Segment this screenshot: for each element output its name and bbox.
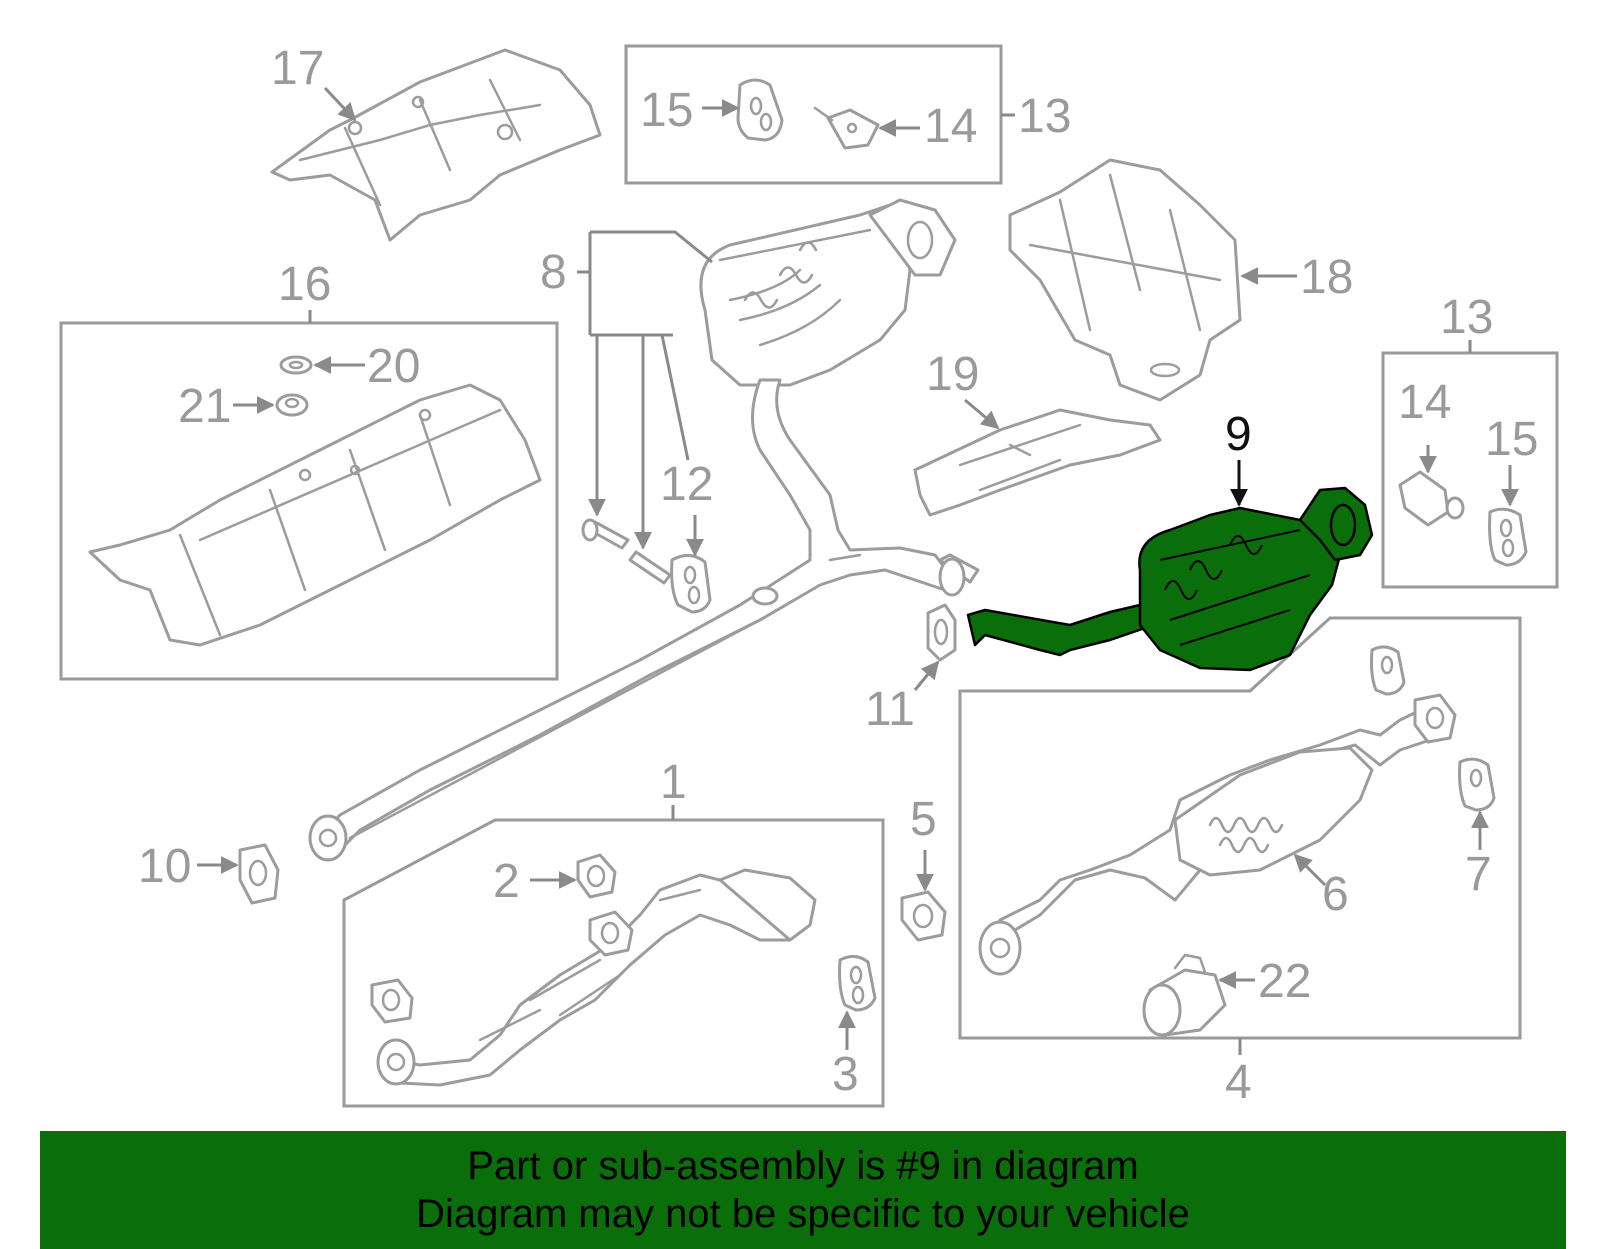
heat-shield-17 bbox=[270, 48, 602, 242]
callout-13-right: 13 bbox=[1440, 291, 1493, 344]
hanger-bracket-14-right bbox=[1398, 470, 1465, 527]
callout-1: 1 bbox=[660, 756, 687, 809]
heat-shield-19 bbox=[913, 408, 1162, 517]
callout-15-right: 15 bbox=[1485, 413, 1538, 466]
gasket-5 bbox=[900, 890, 947, 942]
catalytic-converter-6 bbox=[978, 693, 1457, 976]
rubber-hanger-15-top bbox=[736, 78, 784, 142]
rubber-hanger-3 bbox=[838, 955, 877, 1012]
washer-20 bbox=[279, 355, 313, 375]
callout-16: 16 bbox=[278, 258, 331, 311]
rubber-hanger-7 bbox=[1458, 757, 1496, 812]
grommet-21 bbox=[275, 393, 309, 417]
callout-20: 20 bbox=[367, 340, 420, 393]
group-box-1 bbox=[342, 818, 885, 1108]
callout-9: 9 bbox=[1225, 408, 1252, 461]
gasket-2 bbox=[576, 853, 617, 899]
callout-4: 4 bbox=[1225, 1056, 1252, 1109]
leader-19 bbox=[964, 398, 1000, 430]
leader-8 bbox=[577, 230, 713, 337]
clamp-22 bbox=[1142, 953, 1227, 1037]
callout-10: 10 bbox=[138, 840, 191, 893]
callout-6: 6 bbox=[1322, 868, 1349, 921]
front-pipe-1 bbox=[370, 868, 817, 1087]
callout-5: 5 bbox=[910, 793, 937, 846]
rear-muffler-9-highlighted bbox=[966, 486, 1374, 672]
leader-17 bbox=[323, 86, 357, 122]
callout-12: 12 bbox=[660, 458, 713, 511]
callout-18: 18 bbox=[1300, 251, 1353, 304]
callout-11: 11 bbox=[865, 683, 915, 736]
callout-22: 22 bbox=[1258, 955, 1311, 1008]
gasket-11 bbox=[926, 603, 957, 662]
callout-7: 7 bbox=[1465, 848, 1492, 901]
leader-12 bbox=[660, 334, 690, 461]
callout-21: 21 bbox=[178, 380, 231, 433]
callout-14-top: 14 bbox=[924, 100, 977, 153]
exhaust-pipe bbox=[308, 378, 980, 862]
rubber-hanger-top-group-4 bbox=[1370, 645, 1406, 696]
gasket-10 bbox=[238, 843, 280, 905]
stud-8b bbox=[628, 550, 672, 585]
callout-2: 2 bbox=[493, 855, 520, 908]
heat-shield-18 bbox=[1008, 158, 1242, 402]
heat-shield-16 bbox=[88, 383, 542, 647]
callout-19: 19 bbox=[926, 348, 979, 401]
rubber-hanger-15-right bbox=[1488, 507, 1528, 567]
rubber-hanger-12 bbox=[670, 554, 712, 614]
group-box-4 bbox=[958, 616, 1522, 1040]
banner-line-1: Part or sub-assembly is #9 in diagram bbox=[467, 1144, 1139, 1188]
hanger-bracket-14-top bbox=[813, 106, 880, 150]
leader-11 bbox=[913, 660, 940, 691]
part-info-banner: Part or sub-assembly is #9 in diagram Di… bbox=[40, 1131, 1566, 1249]
callout-8: 8 bbox=[540, 246, 567, 299]
center-muffler-8 bbox=[699, 198, 957, 387]
callout-17: 17 bbox=[271, 42, 324, 95]
callout-13-top: 13 bbox=[1018, 90, 1071, 143]
leader-6 bbox=[1293, 853, 1327, 887]
banner-line-2: Diagram may not be specific to your vehi… bbox=[416, 1192, 1190, 1236]
bolt-8a bbox=[581, 518, 630, 550]
callout-15-top: 15 bbox=[640, 84, 693, 137]
callout-14-right: 14 bbox=[1398, 376, 1451, 429]
callout-3: 3 bbox=[832, 1048, 859, 1101]
